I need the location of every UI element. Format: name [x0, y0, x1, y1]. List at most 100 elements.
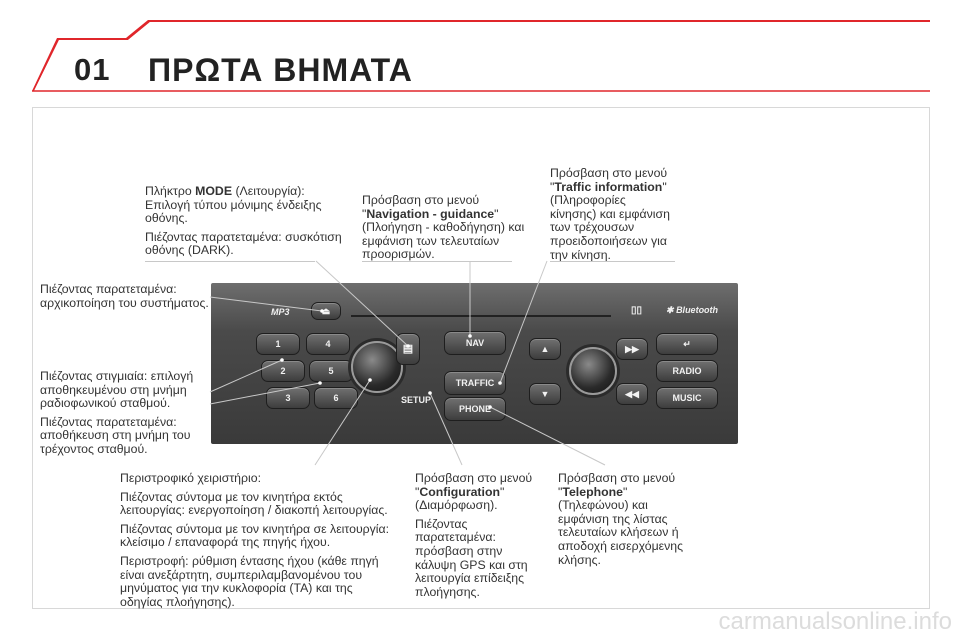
back-icon: ↵ — [683, 339, 691, 349]
callout-config: Πρόσβαση στο μενού "Configuration" (Διαμ… — [415, 471, 545, 604]
dot-traffic — [498, 381, 502, 385]
setup-label: SETUP — [401, 395, 432, 405]
callout-traffic: Πρόσβαση στο μενού "Traffic information"… — [550, 166, 670, 267]
radio-control-panel: MP3 ⏏ ▯▯ ✱ Bluetooth 1 4 2 5 3 6 ▤ SETUP… — [211, 283, 738, 444]
preset-label-4: 4 — [325, 339, 331, 349]
callout-mode-text1: Πλήκτρο MODE (Λειτουργία): Επιλογή τύπου… — [145, 184, 345, 226]
callout-reset-text: Πιέζοντας παρατεταμένα: αρχικοποίηση του… — [40, 282, 209, 310]
cd-slot — [351, 315, 611, 317]
watermark: carmanualsonline.info — [718, 608, 952, 635]
callout-navigation-text: Πρόσβαση στο μενού "Navigation - guidanc… — [362, 193, 527, 262]
mp3-label: MP3 — [271, 307, 290, 317]
fast-forward-icon: ▶▶ — [625, 344, 639, 354]
sd-slot-icon: ▯▯ — [631, 305, 643, 316]
bluetooth-icon: ✱ — [666, 305, 674, 315]
dot-navigation — [468, 334, 472, 338]
fast-forward-button[interactable]: ▶▶ — [616, 338, 648, 360]
tel-bold: Telephone — [562, 484, 623, 499]
leader-presets-b — [209, 382, 321, 405]
content-frame — [32, 107, 930, 609]
bluetooth-label: ✱ Bluetooth — [666, 305, 718, 316]
dot-config — [428, 391, 432, 395]
phone-button[interactable]: PHONE — [444, 397, 506, 421]
callout-knob-text4: Περιστροφή: ρύθμιση έντασης ήχου (κάθε π… — [120, 553, 379, 609]
mode-icon: ▤ — [402, 343, 414, 355]
leader-knob — [314, 379, 371, 466]
callout-traffic-underline — [550, 261, 675, 262]
preset-button-5[interactable]: 5 — [309, 360, 353, 382]
preset-button-4[interactable]: 4 — [306, 333, 350, 355]
callout-presets: Πιέζοντας στιγμιαία: επιλογή αποθηκευμέν… — [40, 369, 210, 462]
nav-button[interactable]: NAV — [444, 331, 506, 355]
config-prefix: Πρόσβαση στο μενού " — [415, 471, 533, 499]
leader-presets-a — [209, 359, 283, 393]
dot-presets-b — [318, 381, 322, 385]
rewind-button[interactable]: ◀◀ — [616, 383, 648, 405]
mode-suffix: (Λειτουργία): — [232, 184, 305, 198]
callout-presets-text2: Πιέζοντας παρατεταμένα: αποθήκευση στη μ… — [40, 414, 191, 456]
leader-mode — [315, 260, 409, 347]
down-arrow-icon: ▼ — [540, 389, 550, 399]
tune-knob[interactable] — [569, 347, 617, 395]
callout-mode: Πλήκτρο MODE (Λειτουργία): Επιλογή τύπου… — [145, 184, 345, 263]
mode-rest: Επιλογή τύπου μόνιμης ένδειξης οθόνης. — [145, 197, 322, 226]
traffic-suffix: " (Πληροφορίες κίνησης) και εμφάνιση των… — [550, 179, 670, 262]
dot-mode — [406, 344, 410, 348]
preset-button-1[interactable]: 1 — [256, 333, 300, 355]
bluetooth-text: Bluetooth — [676, 305, 719, 315]
preset-label-2: 2 — [280, 366, 286, 376]
nav-suffix: " (Πλοήγηση - καθοδήγηση) και εμφάνιση τ… — [362, 206, 525, 262]
up-arrow-icon: ▲ — [540, 344, 550, 354]
callout-knob-text1: Περιστροφικό χειριστήριο: — [120, 471, 261, 485]
dot-knob — [368, 378, 372, 382]
chapter-header-shape — [32, 20, 930, 92]
rewind-icon: ◀◀ — [625, 389, 639, 399]
preset-button-3[interactable]: 3 — [266, 387, 310, 409]
callout-mode-underline — [145, 261, 315, 262]
radio-button[interactable]: RADIO — [656, 360, 718, 382]
chapter-header: 01 ΠΡΩΤΑ ΒΗΜΑΤΑ — [0, 0, 960, 105]
nav-bold: Navigation - guidance — [366, 206, 495, 221]
callout-config-text2: Πιέζοντας παρατεταμένα: πρόσβαση στην κά… — [415, 516, 528, 599]
radio-label: RADIO — [672, 366, 702, 376]
tel-prefix: Πρόσβαση στο μενού " — [558, 471, 676, 499]
tel-suffix: " (Τηλεφώνου) και εμφάνιση της λίστας τε… — [558, 484, 684, 567]
nav-prefix: Πρόσβαση στο μενού " — [362, 193, 480, 221]
chapter-number: 01 — [74, 52, 111, 87]
preset-label-6: 6 — [333, 393, 339, 403]
preset-label-1: 1 — [275, 339, 281, 349]
eject-button[interactable]: ⏏ — [311, 302, 341, 320]
leader-reset — [209, 296, 323, 312]
music-label: MUSIC — [672, 393, 702, 403]
dot-telephone — [488, 405, 492, 409]
down-button[interactable]: ▼ — [529, 383, 561, 405]
up-button[interactable]: ▲ — [529, 338, 561, 360]
callout-traffic-text: Πρόσβαση στο μενού "Traffic information"… — [550, 166, 670, 262]
callout-config-text1: Πρόσβαση στο μενού "Configuration" (Διαμ… — [415, 471, 545, 513]
dot-presets-a — [280, 358, 284, 362]
header-white-fill — [34, 22, 930, 91]
phone-label: PHONE — [458, 404, 491, 414]
traffic-label: TRAFFIC — [455, 378, 495, 388]
leader-config — [429, 392, 463, 466]
volume-knob[interactable] — [351, 341, 403, 393]
music-button[interactable]: MUSIC — [656, 387, 718, 409]
traffic-button[interactable]: TRAFFIC — [444, 371, 506, 395]
callout-telephone: Πρόσβαση στο μενού "Telephone" (Τηλεφώνο… — [558, 471, 688, 572]
callout-navigation-underline — [362, 261, 512, 262]
back-button[interactable]: ↵ — [656, 333, 718, 355]
preset-label-5: 5 — [328, 366, 334, 376]
preset-button-6[interactable]: 6 — [314, 387, 358, 409]
mode-bold: MODE — [195, 184, 233, 198]
callout-knob: Περιστροφικό χειριστήριο: Πιέζοντας σύντ… — [120, 471, 395, 614]
eject-icon: ⏏ — [321, 306, 331, 316]
chapter-title: ΠΡΩΤΑ ΒΗΜΑΤΑ — [148, 52, 413, 88]
callout-mode-text2: Πιέζοντας παρατεταμένα: συσκότιση οθόνης… — [145, 229, 342, 258]
config-suffix: " (Διαμόρφωση). — [415, 484, 505, 513]
callout-knob-text2: Πιέζοντας σύντομα με τον κινητήρα εκτός … — [120, 489, 388, 518]
callout-reset: Πιέζοντας παρατεταμένα: αρχικοποίηση του… — [40, 282, 210, 315]
preset-label-3: 3 — [285, 393, 291, 403]
traffic-prefix: Πρόσβαση στο μενού " — [550, 166, 668, 194]
nav-label: NAV — [465, 338, 485, 348]
